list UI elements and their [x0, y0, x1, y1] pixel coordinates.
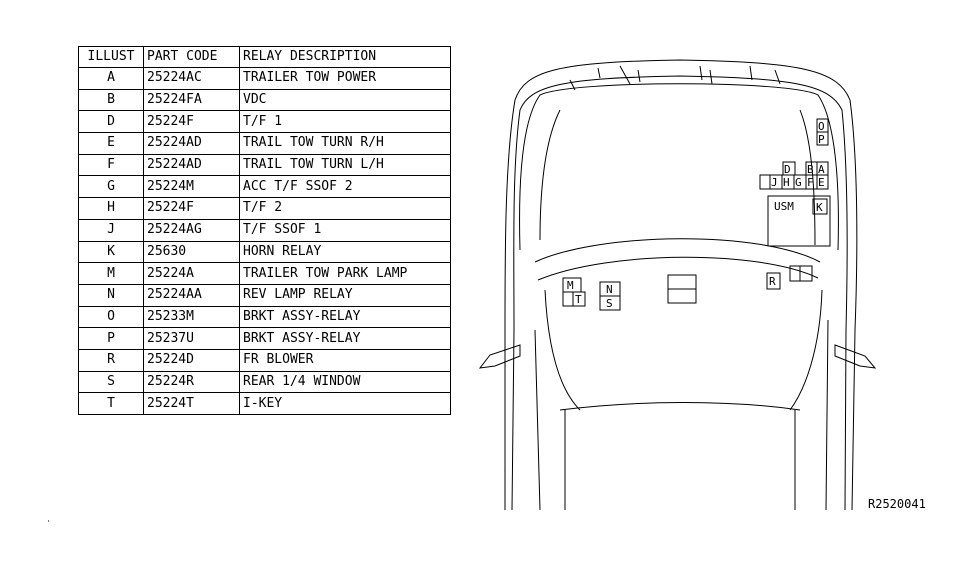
diagram-label-j: J — [771, 176, 778, 189]
diagram-label-h: H — [783, 176, 790, 189]
diagram-label-f: F — [807, 176, 814, 189]
relay-box-right-2 — [799, 265, 813, 282]
cell-description: T/F SSOF 1 — [239, 218, 451, 242]
table-header-row: ILLUST PART CODE RELAY DESCRIPTION — [78, 46, 451, 68]
cell-part-code: 25224T — [143, 392, 240, 415]
cell-part-code: 25224AD — [143, 132, 240, 155]
reference-code: R2520041 — [868, 497, 926, 511]
relay-box-blank — [759, 174, 771, 190]
cell-description: I-KEY — [239, 392, 451, 415]
relay-box-j: J — [769, 174, 783, 190]
cell-description: TRAILER TOW PARK LAMP — [239, 262, 451, 285]
cell-description: TRAIL TOW TURN L/H — [239, 153, 451, 177]
relay-box-t-left — [562, 291, 574, 307]
diagram-label-p: P — [818, 133, 825, 146]
diagram-label-e: E — [818, 176, 825, 189]
relay-box-b: B — [805, 161, 818, 176]
relay-box-center-bottom — [667, 288, 697, 304]
relay-box-f: F — [805, 174, 818, 190]
diagram-label-d: D — [784, 163, 791, 176]
cell-description: HORN RELAY — [239, 240, 451, 264]
cell-description: VDC — [239, 88, 451, 112]
relay-box-n: N — [599, 281, 621, 297]
cell-description: T/F 2 — [239, 197, 451, 220]
cell-part-code: 25224F — [143, 110, 240, 134]
cell-description: TRAIL TOW TURN R/H — [239, 132, 451, 155]
diagram-label-k: K — [816, 201, 823, 214]
cell-part-code: 25224AD — [143, 153, 240, 177]
diagram-label-s: S — [606, 297, 613, 310]
diagram-label-r: R — [769, 275, 776, 288]
relay-box-g: G — [793, 174, 807, 190]
diagram-label-a: A — [818, 163, 825, 176]
usm-module: USM — [767, 195, 831, 247]
relay-box-m: M — [562, 277, 582, 293]
diagram-label-g: G — [795, 176, 802, 189]
usm-label: USM — [774, 200, 794, 213]
cell-description: T/F 1 — [239, 110, 451, 134]
relay-box-s: S — [599, 295, 621, 311]
relay-box-a: A — [816, 161, 829, 176]
cell-description: ACC T/F SSOF 2 — [239, 175, 451, 199]
relay-box-k: K — [812, 198, 828, 215]
cell-part-code: 25224F — [143, 197, 240, 220]
diagram-label-t: T — [575, 293, 582, 306]
cell-part-code: 25224M — [143, 175, 240, 199]
cell-part-code: 25224A — [143, 262, 240, 285]
diagram-label-m: M — [567, 279, 574, 292]
cell-part-code: 25224AA — [143, 283, 240, 307]
header-relay-description: RELAY DESCRIPTION — [239, 46, 451, 68]
cell-part-code: 25224D — [143, 348, 240, 372]
cell-part-code: 25224AG — [143, 218, 240, 242]
header-illust: ILLUST — [78, 46, 144, 68]
diagram-label-o: O — [818, 120, 825, 133]
diagram-label-b: B — [807, 163, 814, 176]
relay-box-t: T — [572, 291, 586, 307]
car-body-outline — [48, 59, 877, 522]
relay-box-o: O — [816, 118, 829, 133]
relay-box-p: P — [816, 131, 829, 146]
relay-box-e: E — [816, 174, 829, 190]
cell-description: BRKT ASSY-RELAY — [239, 327, 451, 350]
relay-box-r: R — [766, 272, 781, 290]
cell-description: REAR 1/4 WINDOW — [239, 370, 451, 394]
relay-box-h: H — [781, 174, 795, 190]
relay-box-d: D — [782, 161, 796, 176]
diagram-label-n: N — [606, 283, 613, 296]
relay-box-center-top — [667, 274, 697, 290]
